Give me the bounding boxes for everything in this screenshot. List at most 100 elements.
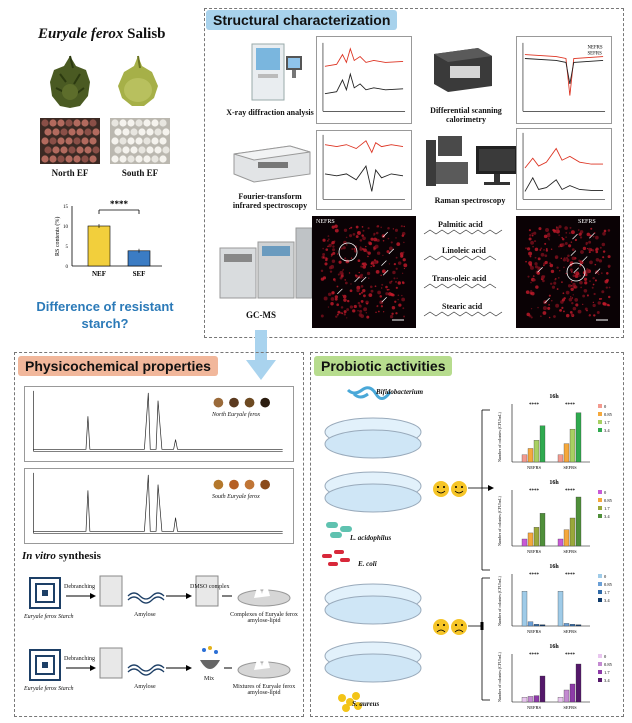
probiotic-ylabel: Number of colonies (CFU/mL) [497, 495, 502, 546]
svg-text:10: 10 [63, 225, 69, 230]
saureus-label: S. aureus [352, 700, 380, 708]
acid-linoleic: Linoleic acid [442, 246, 486, 255]
probiotic-sig: **** [529, 489, 540, 494]
probiotic-panel [310, 352, 624, 717]
north-seeds-image [40, 118, 100, 164]
ftir-instrument-icon [233, 145, 311, 183]
probiotic-bar [527, 621, 534, 627]
ftir-plot [316, 130, 412, 210]
row1-debranch-label: Debranching [64, 584, 95, 590]
lac-label: L. acidophilus [350, 534, 392, 542]
probiotic-xcat: SEFRS [563, 465, 577, 470]
probiotic-xcat: SEFRS [563, 549, 577, 554]
row2-starch-label: Euryale ferox Starch [24, 686, 74, 692]
raman-instrument-icon [426, 136, 518, 186]
probiotic-sig: **** [529, 403, 540, 408]
probiotic-bar [533, 624, 540, 627]
invitro-italic: In vitro [22, 550, 56, 562]
acid-stearic: Stearic acid [442, 302, 483, 311]
probiotic-xcat: NEFRS [527, 465, 542, 470]
probiotic-legend-label: 1.7 [604, 506, 610, 511]
happy-faces-icon [433, 481, 467, 497]
acid-trans-oleic: Trans-oleic acid [432, 274, 487, 283]
probiotic-bar [557, 697, 564, 703]
probiotic-time-label: 16h [549, 480, 559, 486]
rs-cat-sef: SEF [133, 270, 146, 278]
bif-label: Bifidobacterium [376, 388, 424, 396]
north-ef-legend: North Euryale ferox [212, 412, 261, 418]
probiotic-bar [563, 689, 570, 703]
svg-text:15: 15 [63, 205, 69, 210]
probiotic-bar [569, 624, 576, 627]
probiotic-legend-label: 0 [604, 654, 607, 659]
probiotic-bar [539, 513, 546, 547]
north-fruit-image [50, 55, 90, 108]
sefrs-micrograph [516, 216, 620, 328]
row2-product-label: Mixtures of Euryale ferox amylose-lipid [232, 684, 296, 696]
probiotic-bar [575, 663, 582, 703]
south-fruit-image [118, 55, 158, 106]
probiotic-bar [521, 454, 528, 463]
nefrs-micrograph [312, 216, 416, 328]
probiotic-xcat: SEFRS [563, 629, 577, 634]
dsc-legend-nefrs: NEFRS [587, 46, 602, 51]
dsc-instrument-icon [434, 48, 492, 92]
row2-mix-label: Mix [204, 676, 215, 682]
probiotic-bar [539, 624, 546, 627]
probiotic-bar [527, 448, 534, 463]
probiotic-legend-label: 3.4 [604, 514, 610, 519]
petri-dishes [322, 386, 422, 712]
ecoli-label: E. coli [358, 560, 377, 568]
flow-arrow-icon [246, 330, 276, 380]
probiotic-bar [527, 532, 534, 547]
probiotic-time-label: 16h [549, 644, 559, 650]
dsc-legend-sefrs: SEFRS [587, 52, 602, 57]
probiotic-xcat: NEFRS [527, 629, 542, 634]
probiotic-bar [521, 538, 528, 547]
probiotic-bar [575, 412, 582, 463]
probiotic-legend-label: 3.4 [604, 598, 610, 603]
probiotic-sig: **** [529, 653, 540, 658]
svg-text:5: 5 [66, 245, 69, 250]
probiotic-time-label: 16h [549, 394, 559, 400]
probiotic-bar [533, 440, 540, 463]
probiotic-legend-label: 3.4 [604, 678, 610, 683]
south-ef-label: South EF [121, 168, 159, 178]
probiotic-bracket-arrow [468, 409, 494, 701]
question-text: Difference of resistant starch? [36, 299, 174, 331]
rs-cat-nef: NEF [92, 270, 106, 278]
structural-panel [204, 8, 624, 338]
probiotic-bar [533, 695, 540, 703]
xrd-label: X-ray diffraction analysis [226, 108, 314, 117]
probiotic-legend-label: 1.7 [604, 670, 610, 675]
probiotic-sig: **** [565, 489, 576, 494]
row2-amylose-label: Amylose [134, 684, 156, 690]
probiotic-legend-label: 1.7 [604, 590, 610, 595]
chromatogram-north [24, 386, 294, 462]
fatty-acid-structures [423, 229, 503, 317]
probiotic-bar [521, 591, 528, 627]
probiotic-legend-label: 0.85 [604, 412, 613, 417]
row1-product-label: Complexes of Euryale ferox amylose-lipid [230, 612, 298, 624]
gcms-label: GC-MS [246, 310, 276, 320]
rs-bar-nef [87, 225, 111, 267]
probiotic-bar [557, 538, 564, 547]
probiotic-xcat: SEFRS [563, 705, 577, 710]
probiotic-ylabel: Number of colonies (CFU/mL) [497, 411, 502, 462]
probiotic-xcat: NEFRS [527, 705, 542, 710]
south-seeds-image [110, 118, 170, 164]
probiotic-legend-label: 0 [604, 404, 607, 409]
probiotic-legend-label: 0.85 [604, 498, 613, 503]
probiotic-bar [563, 443, 570, 463]
probiotic-sig: **** [565, 403, 576, 408]
ftir-label: Fourier-transform infrared spectroscopy [232, 192, 308, 210]
row1-amylose-label: Amylose [134, 612, 156, 618]
north-ef-label: North EF [51, 168, 89, 178]
svg-text:0: 0 [66, 265, 69, 270]
probiotic-legend-label: 1.7 [604, 420, 610, 425]
species-title-italic: Euryale ferox [38, 26, 124, 42]
synthesis-row2 [29, 646, 291, 681]
